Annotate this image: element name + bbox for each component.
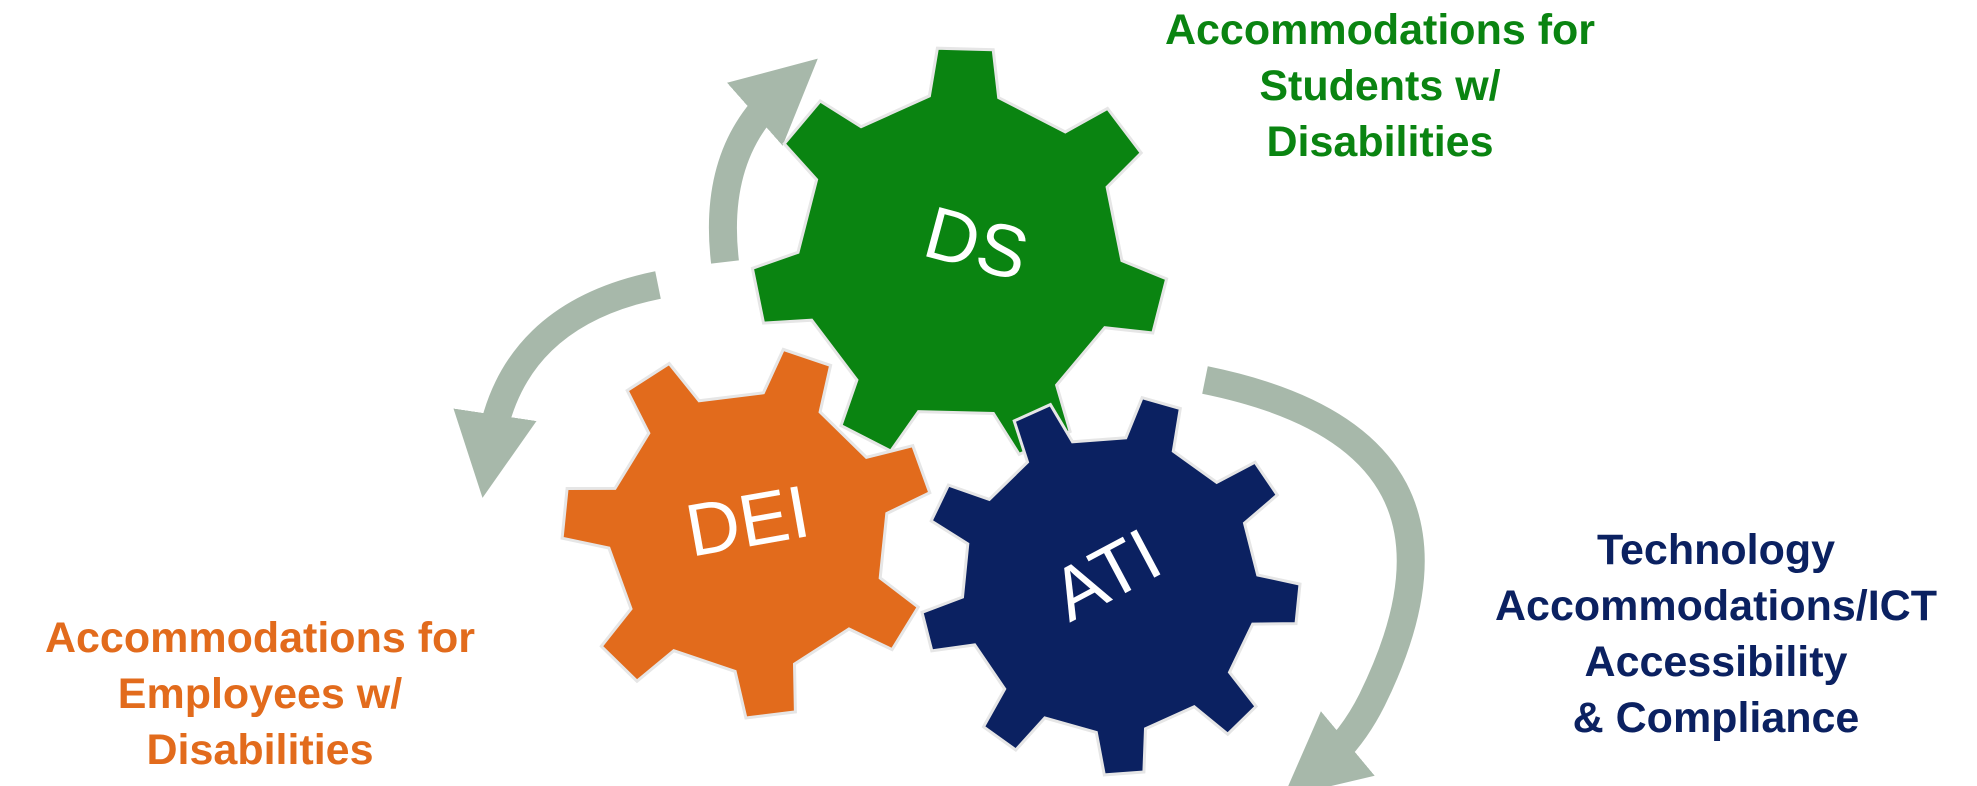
gear-ds-shape xyxy=(750,46,1169,457)
caption-employees: Accommodations for Employees w/ Disabili… xyxy=(0,610,520,778)
gear-dei: DEI xyxy=(560,347,932,720)
cycle-arrow-ds-to-dei xyxy=(453,271,661,498)
caption-technology: Technology Accommodations/ICT Accessibil… xyxy=(1455,522,1977,746)
caption-technology-line: Accessibility xyxy=(1584,638,1848,686)
gear-dei-shape xyxy=(560,347,932,720)
cycle-arrow-up-to-ds xyxy=(708,58,818,264)
caption-employees-line: Accommodations for xyxy=(44,614,476,662)
caption-employees-line: Disabilities xyxy=(146,726,374,774)
caption-technology-line: Technology xyxy=(1596,526,1836,574)
caption-technology-line: Accommodations/ICT xyxy=(1495,582,1937,630)
caption-students-line: Disabilities xyxy=(1266,118,1494,166)
cycle-arrow-ati-sweep xyxy=(1202,366,1425,786)
caption-technology-line: & Compliance xyxy=(1572,694,1860,742)
caption-students-line: Accommodations for xyxy=(1164,6,1596,54)
caption-students: Accommodations for Students w/ Disabilit… xyxy=(1080,2,1680,170)
gear-ds: DS xyxy=(750,46,1169,457)
gear-ati: ATI xyxy=(920,395,1302,777)
caption-students-line: Students w/ xyxy=(1259,62,1501,110)
caption-employees-line: Employees w/ xyxy=(117,670,403,718)
gear-ati-shape xyxy=(920,395,1302,777)
